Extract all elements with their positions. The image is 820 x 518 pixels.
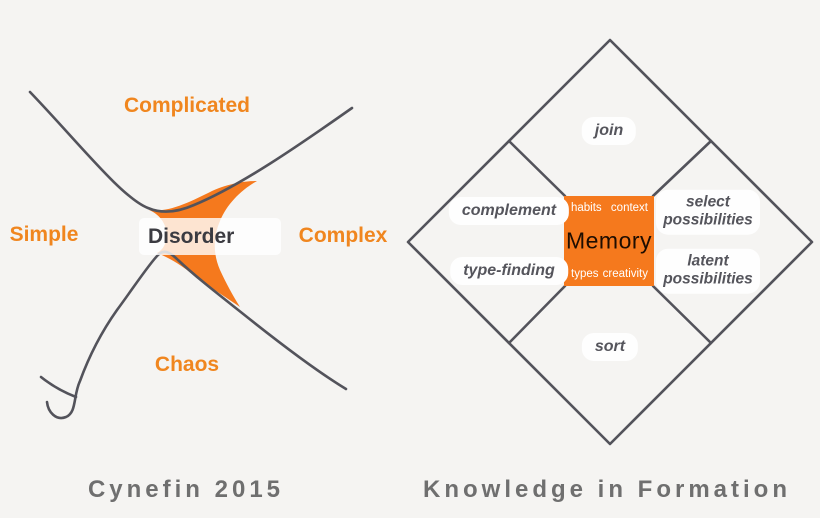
label-complex: Complex bbox=[298, 224, 388, 247]
left-diagram-title: Cynefin 2015 bbox=[87, 476, 285, 503]
inner-line-bottom-left bbox=[507, 284, 567, 345]
pill-type-finding: type-finding bbox=[450, 257, 568, 285]
pill-complement: complement bbox=[448, 197, 570, 225]
memory-label: Memory bbox=[565, 227, 653, 254]
memory-corner-habits: habits bbox=[571, 202, 602, 214]
memory-corner-context: context bbox=[610, 202, 648, 214]
disorder-label-band: Disorder bbox=[139, 218, 281, 255]
cynefin-cliff-flick bbox=[39, 375, 78, 399]
label-simple: Simple bbox=[9, 223, 79, 246]
pill-join: join bbox=[581, 117, 637, 145]
diamond-outline bbox=[406, 38, 814, 446]
inner-line-bottom-right bbox=[651, 284, 713, 345]
right-diagram-title: Knowledge in Formation bbox=[423, 476, 791, 503]
inner-line-top-right bbox=[651, 139, 713, 198]
pill-select-possibilities: select possibilities bbox=[656, 189, 760, 235]
label-complicated: Complicated bbox=[123, 94, 251, 117]
memory-box: habits context types creativity Memory bbox=[564, 196, 654, 286]
label-disorder: Disorder bbox=[148, 224, 235, 248]
cynefin-top-curve bbox=[28, 90, 354, 213]
pill-latent-possibilities: latent possibilities bbox=[656, 248, 760, 294]
label-chaos: Chaos bbox=[154, 353, 220, 376]
memory-corner-types: types bbox=[571, 268, 599, 280]
inner-line-top-left bbox=[507, 139, 567, 198]
memory-corner-creativity: creativity bbox=[602, 268, 648, 280]
cynefin-bottom-curve bbox=[45, 250, 348, 420]
pill-sort: sort bbox=[581, 333, 639, 361]
